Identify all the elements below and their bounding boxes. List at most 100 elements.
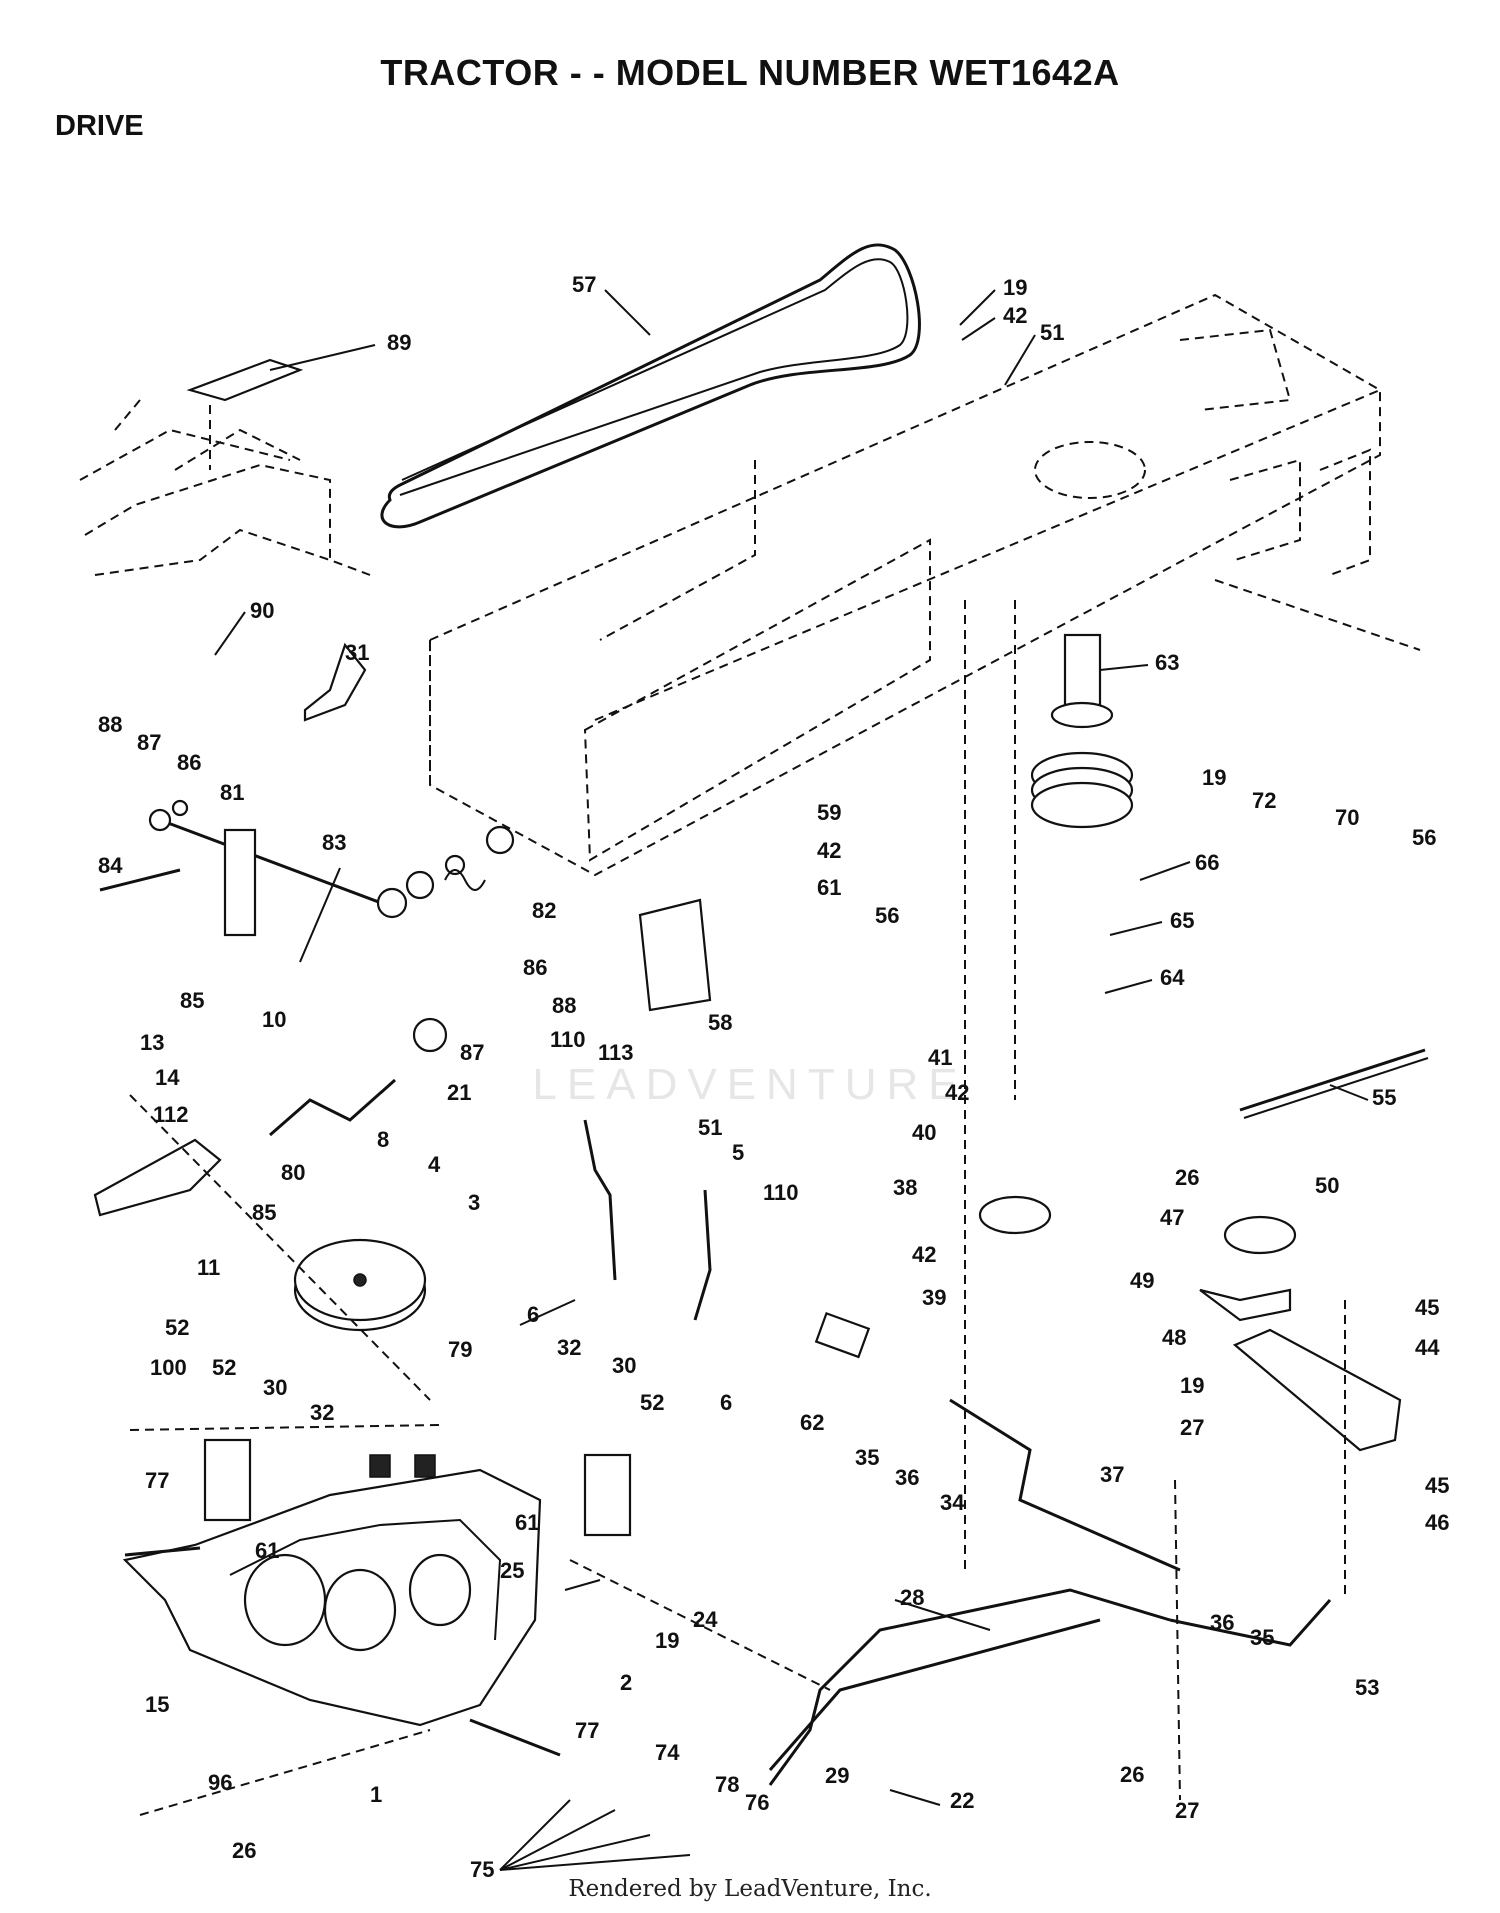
rods bbox=[768, 1311, 1332, 1786]
callout-44: 44 bbox=[1415, 1335, 1440, 1360]
part-31 bbox=[303, 642, 367, 722]
callout-66: 66 bbox=[1195, 850, 1219, 875]
callout-50: 50 bbox=[1315, 1173, 1339, 1198]
callout-35: 35 bbox=[1250, 1625, 1274, 1650]
callout-32: 32 bbox=[310, 1400, 334, 1425]
callout-36: 36 bbox=[1210, 1610, 1234, 1635]
callout-38: 38 bbox=[893, 1175, 917, 1200]
callout-6: 6 bbox=[527, 1302, 539, 1327]
callout-1: 1 bbox=[370, 1782, 382, 1807]
section-title: DRIVE bbox=[55, 110, 144, 142]
callout-32: 32 bbox=[557, 1335, 581, 1360]
callout-70: 70 bbox=[1335, 805, 1359, 830]
callout-52: 52 bbox=[640, 1390, 664, 1415]
callout-6: 6 bbox=[720, 1390, 732, 1415]
callout-10: 10 bbox=[262, 1007, 286, 1032]
callout-88: 88 bbox=[98, 712, 122, 737]
callout-19: 19 bbox=[655, 1628, 679, 1653]
callout-55: 55 bbox=[1372, 1085, 1396, 1110]
plate-30a bbox=[203, 1438, 252, 1522]
callout-42: 42 bbox=[945, 1080, 969, 1105]
callout-34: 34 bbox=[940, 1490, 965, 1515]
bracket-113 bbox=[583, 1119, 617, 1281]
callout-36: 36 bbox=[895, 1465, 919, 1490]
callout-42: 42 bbox=[912, 1242, 936, 1267]
callout-26: 26 bbox=[1175, 1165, 1199, 1190]
callout-3: 3 bbox=[468, 1190, 480, 1215]
callout-81: 81 bbox=[220, 780, 244, 805]
callout-82: 82 bbox=[532, 898, 556, 923]
callout-25: 25 bbox=[500, 1558, 524, 1583]
callout-42: 42 bbox=[1003, 303, 1027, 328]
callout-77: 77 bbox=[575, 1718, 599, 1743]
callout-52: 52 bbox=[165, 1315, 189, 1340]
callout-87: 87 bbox=[460, 1040, 484, 1065]
callout-61: 61 bbox=[255, 1538, 279, 1563]
callout-113: 113 bbox=[598, 1040, 634, 1065]
callout-40: 40 bbox=[912, 1120, 936, 1145]
callout-19: 19 bbox=[1003, 275, 1027, 300]
callout-86: 86 bbox=[177, 750, 201, 775]
callout-19: 19 bbox=[1202, 765, 1226, 790]
callout-45: 45 bbox=[1415, 1295, 1439, 1320]
callout-26: 26 bbox=[1120, 1762, 1144, 1787]
callout-11: 11 bbox=[197, 1255, 220, 1280]
page-title: TRACTOR - - MODEL NUMBER WET1642A bbox=[380, 52, 1120, 93]
drive-belt bbox=[380, 243, 921, 529]
callout-96: 96 bbox=[208, 1770, 232, 1795]
footer-credit: Rendered by LeadVenture, Inc. bbox=[568, 1876, 932, 1902]
callout-5: 5 bbox=[732, 1140, 744, 1165]
callout-80: 80 bbox=[281, 1160, 305, 1185]
transmission bbox=[122, 1454, 561, 1757]
callout-53: 53 bbox=[1355, 1675, 1379, 1700]
callout-88: 88 bbox=[552, 993, 576, 1018]
callout-39: 39 bbox=[922, 1285, 946, 1310]
callout-30: 30 bbox=[263, 1375, 287, 1400]
callout-72: 72 bbox=[1252, 788, 1276, 813]
bracket-58 bbox=[638, 898, 712, 1012]
callout-27: 27 bbox=[1180, 1415, 1204, 1440]
shift-lever bbox=[269, 1017, 448, 1137]
callout-37: 37 bbox=[1100, 1462, 1124, 1487]
callout-21: 21 bbox=[447, 1080, 471, 1105]
callout-48: 48 bbox=[1162, 1325, 1186, 1350]
watermark-text: LEADVENTURE bbox=[532, 1060, 968, 1109]
callout-45: 45 bbox=[1425, 1473, 1449, 1498]
callout-46: 46 bbox=[1425, 1510, 1449, 1535]
callout-56: 56 bbox=[875, 903, 899, 928]
callout-90: 90 bbox=[250, 598, 274, 623]
cross-shaft bbox=[99, 799, 408, 963]
callout-112: 112 bbox=[153, 1102, 189, 1127]
callout-31: 31 bbox=[345, 640, 369, 665]
callout-labels: 57 19 42 51 89 90 31 63 19 72 70 56 88 8… bbox=[98, 272, 1449, 1882]
arm-80 bbox=[93, 1138, 222, 1217]
callout-47: 47 bbox=[1160, 1205, 1184, 1230]
callout-52: 52 bbox=[212, 1355, 236, 1380]
callout-19: 19 bbox=[1180, 1373, 1204, 1398]
bracket-5 bbox=[693, 1189, 712, 1321]
callout-29: 29 bbox=[825, 1763, 849, 1788]
callout-77: 77 bbox=[145, 1468, 169, 1493]
spring-55 bbox=[1239, 1048, 1429, 1119]
callout-63: 63 bbox=[1155, 650, 1179, 675]
callout-62: 62 bbox=[800, 1410, 824, 1435]
frame-outline bbox=[429, 293, 1381, 877]
callout-27: 27 bbox=[1175, 1798, 1199, 1823]
callout-75: 75 bbox=[470, 1857, 494, 1882]
callout-61: 61 bbox=[515, 1510, 539, 1535]
callout-24: 24 bbox=[693, 1607, 718, 1632]
reference-lines bbox=[129, 579, 1421, 1816]
callout-2: 2 bbox=[620, 1670, 632, 1695]
callout-86: 86 bbox=[523, 955, 547, 980]
callout-74: 74 bbox=[655, 1740, 680, 1765]
callout-41: 41 bbox=[928, 1045, 952, 1070]
callout-89: 89 bbox=[387, 330, 411, 355]
pulley-38 bbox=[978, 1195, 1052, 1235]
callout-14: 14 bbox=[155, 1065, 180, 1090]
callout-78: 78 bbox=[715, 1772, 739, 1797]
pulley-3 bbox=[293, 1238, 427, 1332]
callout-87: 87 bbox=[137, 730, 161, 755]
callout-8: 8 bbox=[377, 1127, 389, 1152]
callout-83: 83 bbox=[322, 830, 346, 855]
